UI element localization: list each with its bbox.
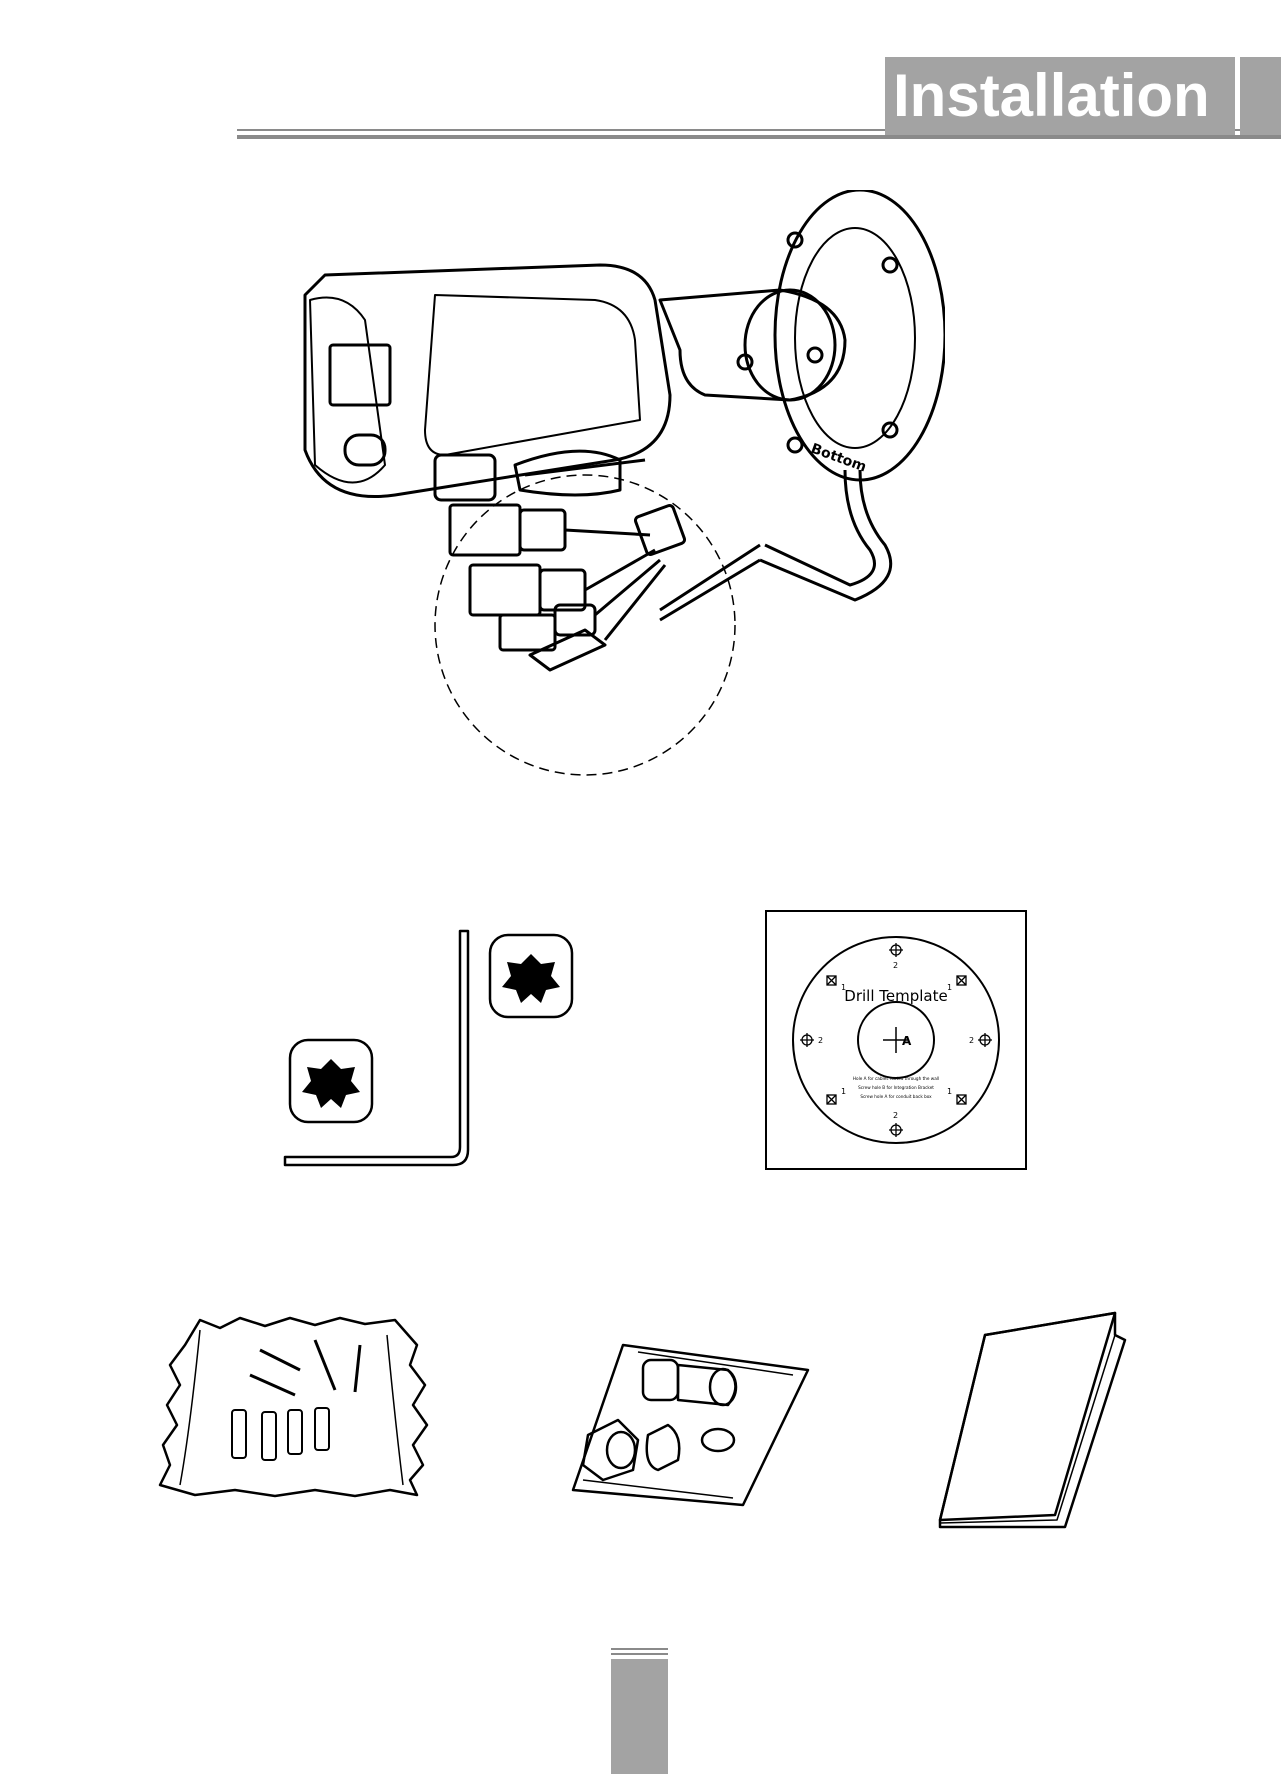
mount-bottom-label: Bottom [809, 441, 869, 476]
footer-tab [611, 1659, 668, 1774]
drill-template-title: Drill Template [844, 987, 947, 1005]
torx-wrench-illustration [275, 925, 595, 1175]
quick-guide-illustration [935, 1305, 1135, 1535]
template-note: Screw hole B for Integration Bracket [858, 1085, 934, 1090]
waterproof-kit-illustration [563, 1340, 813, 1510]
section-title: Installation [885, 57, 1235, 135]
screw-pack-illustration [155, 1310, 430, 1505]
footer-rule [611, 1648, 668, 1650]
hole-label: 1 [841, 1087, 846, 1096]
drill-template-illustration: Drill Template A 2 2 2 2 1 1 1 1 Hole A … [765, 910, 1027, 1172]
hole-label: 2 [893, 961, 898, 970]
torx-key-icon [285, 931, 468, 1165]
hole-label: 2 [818, 1036, 823, 1045]
hole-label: 2 [893, 1111, 898, 1120]
footer-rule [611, 1653, 668, 1655]
hole-label: 1 [947, 983, 952, 992]
o-ring-icon [702, 1429, 734, 1451]
hole-label: 2 [969, 1036, 974, 1045]
screw-icon [250, 1340, 360, 1395]
camera-illustration: Bottom [285, 190, 945, 780]
hole-label: 1 [841, 983, 846, 992]
manual-icon [940, 1313, 1125, 1527]
hole-label: 1 [947, 1087, 952, 1096]
gland-nut-icon [583, 1420, 638, 1480]
header-rule [237, 135, 1281, 139]
seal-plug-icon [647, 1425, 680, 1470]
template-note: Hole A for cables routed through the wal… [853, 1076, 939, 1081]
mount-plate-icon [775, 190, 945, 480]
center-hole-label: A [902, 1034, 912, 1048]
cable-gland-icon [643, 1360, 678, 1400]
template-note: Screw hole A for conduit back box [860, 1094, 932, 1099]
header-tab [1240, 57, 1281, 135]
wall-anchor-icon [232, 1408, 329, 1460]
